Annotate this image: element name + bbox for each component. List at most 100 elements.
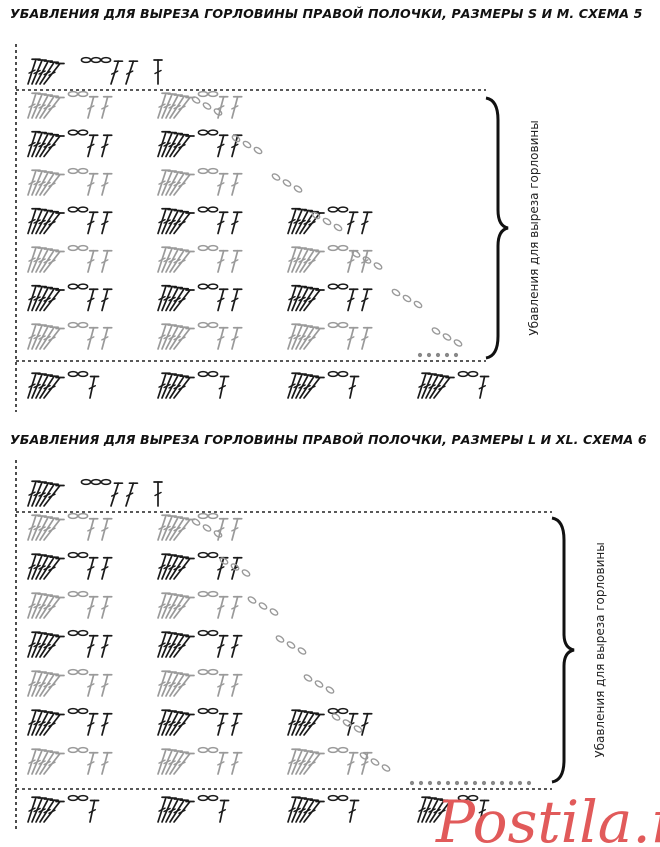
- chain-stitches: [67, 244, 89, 252]
- chain-stitches: [80, 56, 112, 64]
- chain-stitches: [197, 794, 219, 802]
- chain-stitches: [197, 707, 219, 715]
- slope-chains: [231, 134, 263, 155]
- stitch-fan: [287, 748, 325, 775]
- scheme-6-title: УБАВЛЕНИЯ ДЛЯ ВЫРЕЗА ГОРЛОВИНЫ ПРАВОЙ ПО…: [10, 432, 647, 447]
- slope-chains: [311, 211, 343, 232]
- stitch-fan: [27, 130, 65, 158]
- chain-stitches: [67, 167, 89, 175]
- chain-stitches: [197, 167, 219, 175]
- stitch-fan: [157, 514, 195, 541]
- stitch-fan: [157, 553, 195, 580]
- stitch-fan: [157, 709, 195, 736]
- chain-stitches: [197, 206, 219, 213]
- chain-stitches: [327, 321, 349, 329]
- chain-stitches: [197, 129, 219, 136]
- slope-chains: [391, 288, 423, 309]
- chain-stitches: [197, 629, 219, 637]
- slope-chains: [271, 173, 303, 193]
- scheme-5-title: УБАВЛЕНИЯ ДЛЯ ВЫРЕЗА ГОРЛОВИНЫ ПРАВОЙ ПО…: [10, 6, 643, 21]
- stitch-fan: [27, 592, 65, 619]
- scheme-5-stitch-chart: [15, 44, 490, 412]
- scheme-5-side-label: Убавления для выреза горловины: [527, 120, 541, 335]
- slope-chains: [351, 250, 383, 270]
- chain-stitches: [327, 283, 349, 290]
- slope-chains: [303, 674, 335, 694]
- stitch-fan: [287, 323, 325, 350]
- chain-stitches: [67, 370, 89, 378]
- stitch-fan: [287, 284, 325, 312]
- chain-stitches: [67, 707, 89, 715]
- stitch-fan: [287, 246, 325, 273]
- stitch-fan: [157, 130, 195, 158]
- slope-chains: [331, 713, 363, 733]
- chain-stitches: [67, 746, 89, 754]
- stitch-fan: [157, 631, 195, 658]
- stitch-fan: [157, 92, 195, 119]
- slope-chains: [275, 635, 307, 655]
- chain-stitches: [327, 206, 349, 213]
- chain-stitches: [67, 321, 89, 329]
- chain-stitches: [67, 512, 89, 520]
- chain-stitches: [67, 90, 89, 98]
- stitch-fan: [27, 553, 65, 580]
- stitch-fan: [157, 372, 195, 399]
- stitch-fan: [27, 514, 65, 541]
- stitch-fan: [27, 284, 65, 312]
- stitch-fan: [157, 592, 195, 619]
- stitch-fan: [157, 796, 195, 823]
- stitch-fan: [27, 748, 65, 775]
- chain-stitches: [67, 206, 89, 213]
- stitch-fan: [417, 796, 455, 823]
- chain-stitches: [67, 551, 89, 559]
- chain-stitches: [67, 129, 89, 136]
- stitch-fan: [287, 372, 325, 399]
- chain-stitches: [67, 629, 89, 637]
- slope-chains: [247, 596, 279, 616]
- stitch-fan: [287, 709, 325, 736]
- scheme-6-side-label: Убавления для выреза горловины: [593, 542, 607, 757]
- slip-stitches: [409, 780, 532, 786]
- stitch-fan: [27, 58, 65, 85]
- chain-stitches: [80, 478, 112, 486]
- stitch-fan: [27, 207, 65, 235]
- stitch-fan: [27, 169, 65, 196]
- scheme-5-brace: [485, 96, 509, 360]
- chain-stitches: [67, 590, 89, 598]
- chain-stitches: [327, 707, 349, 715]
- chain-stitches: [67, 668, 89, 676]
- chain-stitches: [197, 244, 219, 252]
- chain-stitches: [67, 283, 89, 290]
- chain-stitches: [197, 668, 219, 676]
- stitch-fan: [157, 207, 195, 235]
- stitch-fan: [27, 709, 65, 736]
- stitch-fan: [157, 284, 195, 312]
- chain-stitches: [197, 512, 219, 520]
- scheme-6-brace: [551, 516, 575, 784]
- stitch-fan: [27, 480, 65, 507]
- chain-stitches: [327, 370, 349, 378]
- stitch-fan: [157, 748, 195, 775]
- slope-chains: [359, 752, 391, 772]
- scheme-6-stitch-chart: [15, 460, 552, 830]
- slope-chains: [191, 518, 223, 538]
- stitch-fan: [27, 372, 65, 399]
- slope-chains: [191, 96, 223, 116]
- chain-stitches: [457, 370, 479, 378]
- chain-stitches: [197, 321, 219, 329]
- chain-stitches: [197, 370, 219, 378]
- chain-stitches: [197, 283, 219, 290]
- stitch-fan: [157, 323, 195, 350]
- stitch-fan: [417, 372, 455, 399]
- slope-chains: [431, 327, 463, 347]
- chain-stitches: [457, 794, 479, 802]
- chain-stitches: [327, 244, 349, 252]
- slip-stitches: [417, 352, 459, 358]
- chain-stitches: [327, 794, 349, 802]
- stitch-fan: [27, 246, 65, 273]
- chain-stitches: [197, 590, 219, 598]
- chain-stitches: [197, 746, 219, 754]
- watermark-logo: Postila.ru: [435, 788, 660, 847]
- stitch-fan: [27, 631, 65, 658]
- stitch-fan: [27, 796, 65, 823]
